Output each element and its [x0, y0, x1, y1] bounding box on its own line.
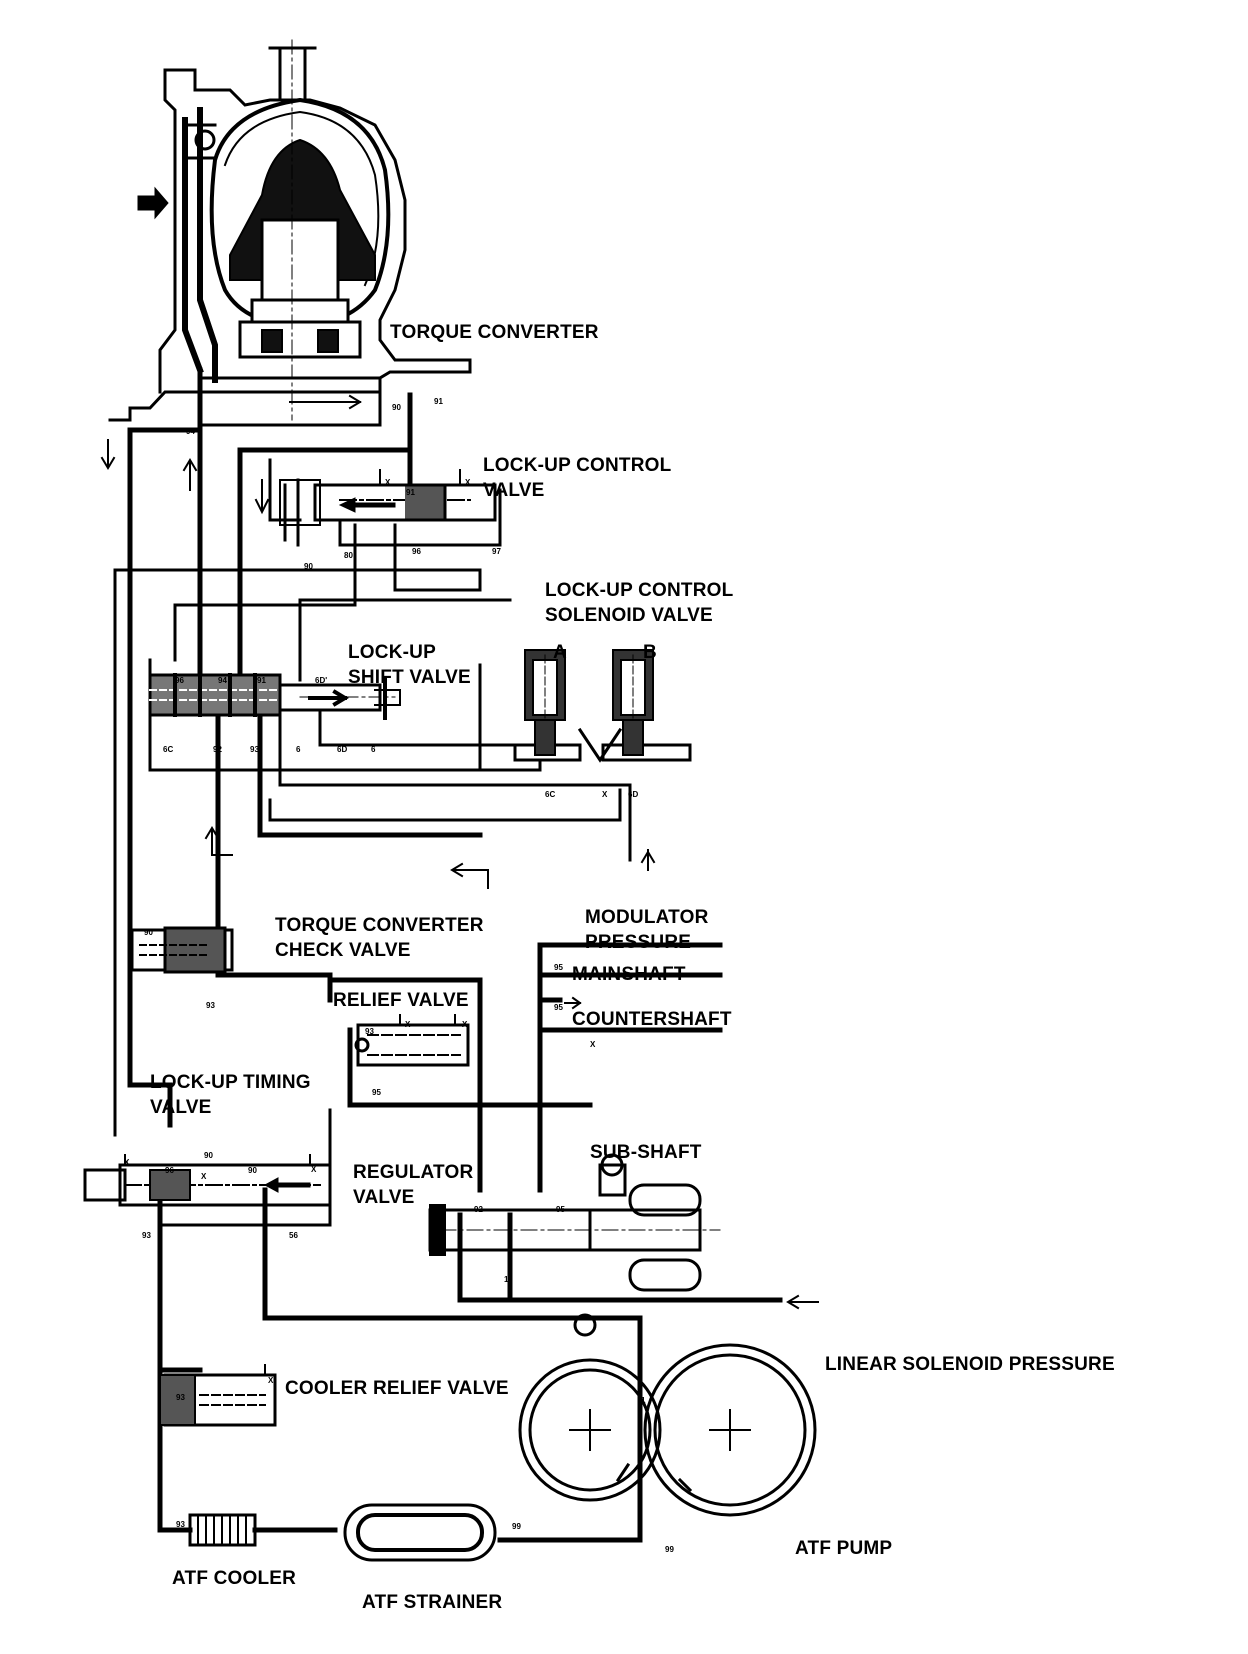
- port-number: 99: [512, 1522, 521, 1531]
- atf-cooler-label: ATF COOLER: [172, 1568, 297, 1589]
- port-number: 94: [186, 427, 195, 436]
- atf-pump: [518, 1343, 817, 1517]
- atf-pump-label: ATF PUMP: [795, 1538, 893, 1559]
- linear-solenoid-pressure-label: LINEAR SOLENOID PRESSURE: [825, 1354, 1115, 1375]
- port-number: 97: [492, 547, 501, 556]
- solenoid-a-label: A: [553, 642, 567, 663]
- port-number: 6: [371, 745, 376, 754]
- port-number: 1: [504, 1275, 509, 1284]
- regulator-valve: [428, 1153, 721, 1337]
- port-number: 80: [344, 551, 353, 560]
- port-number: 93: [206, 1001, 215, 1010]
- port-number: 96: [412, 547, 421, 556]
- port-number: 91: [257, 676, 266, 685]
- port-number: 90: [304, 562, 313, 571]
- torque-converter: [108, 39, 472, 427]
- port-number: X: [590, 1040, 596, 1049]
- port-number: X: [124, 1158, 130, 1167]
- modulator-pressure-label-1: MODULATOR: [585, 907, 709, 928]
- port-number: 95: [556, 1205, 565, 1214]
- port-number: 96: [165, 1166, 174, 1175]
- lockup-control-valve: [279, 469, 497, 547]
- port-number: 90: [144, 928, 153, 937]
- lockup-solenoid-label-1: LOCK-UP CONTROL: [545, 580, 734, 601]
- port-number: 93: [365, 1027, 374, 1036]
- port-number: X: [465, 478, 471, 487]
- cooler-relief-valve: [159, 1364, 277, 1427]
- lockup-control-valve-label-1: LOCK-UP CONTROL: [483, 455, 672, 476]
- solenoid-b: [601, 649, 692, 762]
- port-number: 91: [406, 488, 415, 497]
- tc-check-valve: [130, 926, 234, 974]
- solenoid-a: [513, 649, 582, 762]
- mainshaft-label: MAINSHAFT: [572, 964, 686, 985]
- port-number: 90: [248, 1166, 257, 1175]
- port-number: 99: [665, 1545, 674, 1554]
- modulator-pressure-label-2: PRESSURE: [585, 932, 692, 953]
- lockup-solenoid-label-2: SOLENOID VALVE: [545, 605, 713, 626]
- port-number: 93: [142, 1231, 151, 1240]
- lockup-timing-valve: [83, 1154, 332, 1207]
- atf-strainer-label: ATF STRAINER: [362, 1592, 503, 1613]
- port-number: 6D': [315, 676, 328, 685]
- port-number: 95: [554, 1003, 563, 1012]
- port-number: 93: [250, 745, 259, 754]
- torque-converter-label: TORQUE CONVERTER: [390, 322, 599, 343]
- port-number: 90: [204, 1151, 213, 1160]
- lockup-timing-valve-label-1: LOCK-UP TIMING: [150, 1072, 311, 1093]
- port-number: 91: [434, 397, 443, 406]
- port-number: 6D: [628, 790, 639, 799]
- port-number: X: [268, 1376, 274, 1385]
- port-number: 92: [213, 745, 222, 754]
- port-number: 6D: [337, 745, 348, 754]
- cooler-relief-valve-label: COOLER RELIEF VALVE: [285, 1378, 509, 1399]
- port-number: X: [405, 1020, 411, 1029]
- solenoid-valves: [513, 649, 692, 763]
- lockup-shift-valve: [148, 673, 401, 720]
- port-number: 92: [474, 1205, 483, 1214]
- port-number: 1: [457, 1275, 462, 1284]
- atf-cooler: [188, 1513, 257, 1547]
- tc-check-valve-label-1: TORQUE CONVERTER: [275, 915, 484, 936]
- port-number: 6C: [163, 745, 174, 754]
- lockup-control-valve-label-2: VALVE: [483, 480, 545, 501]
- lockup-timing-valve-label-2: VALVE: [150, 1097, 212, 1118]
- port-number: X: [602, 790, 608, 799]
- fluid-lines: [127, 367, 783, 1543]
- port-number: 93: [176, 1393, 185, 1402]
- port-number: X: [462, 1020, 468, 1029]
- sub-shaft-label: SUB-SHAFT: [590, 1142, 702, 1163]
- port-number: 1: [641, 1396, 646, 1405]
- lockup-shift-valve-label-1: LOCK-UP: [348, 642, 436, 663]
- regulator-valve-label-1: REGULATOR: [353, 1162, 474, 1183]
- port-number: X: [201, 1172, 207, 1181]
- port-number: 6C: [545, 790, 556, 799]
- port-number: 93: [176, 1520, 185, 1529]
- port-number: 6: [296, 745, 301, 754]
- port-number: 90: [392, 403, 401, 412]
- lockup-shift-valve-label-2: SHIFT VALVE: [348, 667, 471, 688]
- port-number: 96: [175, 676, 184, 685]
- port-number: 95: [372, 1088, 381, 1097]
- relief-valve: [354, 1014, 470, 1067]
- regulator-valve-label-2: VALVE: [353, 1187, 415, 1208]
- tc-check-valve-label-2: CHECK VALVE: [275, 940, 411, 961]
- port-number: 95: [554, 963, 563, 972]
- port-number: X: [311, 1165, 317, 1174]
- solenoid-b-label: B: [643, 642, 657, 663]
- port-number: X: [385, 478, 391, 487]
- relief-valve-label: RELIEF VALVE: [333, 990, 469, 1011]
- port-number: 56: [289, 1231, 298, 1240]
- atf-strainer: [343, 1503, 497, 1562]
- countershaft-label: COUNTERSHAFT: [572, 1009, 732, 1030]
- port-number: 94: [218, 676, 227, 685]
